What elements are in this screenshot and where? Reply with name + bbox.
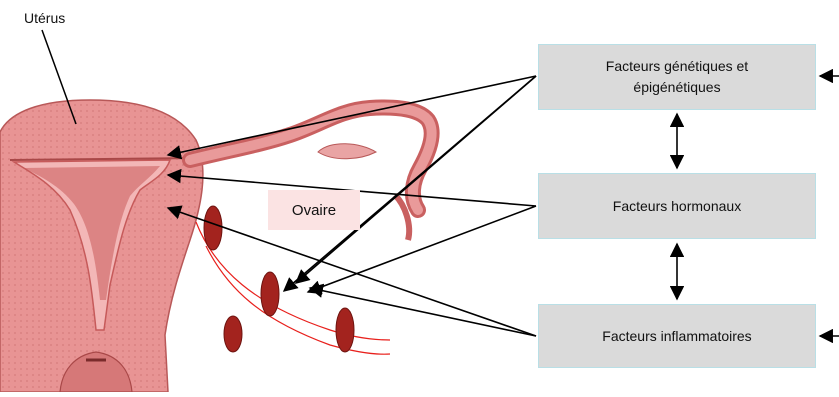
hormonal-factors-box: Facteurs hormonaux [538,173,816,239]
genetic-epigenetic-factors-text: Facteurs génétiques et épigénétiques [592,56,762,98]
lesion-4 [336,308,354,352]
lesion-2 [261,272,279,316]
uterus-label: Utérus [24,10,65,26]
genetic-epigenetic-factors-box: Facteurs génétiques et épigénétiques [538,44,816,110]
inflammatory-factors-box: Facteurs inflammatoires [538,304,816,368]
ovary-label: Ovaire [268,190,360,230]
lesion-3 [224,316,242,352]
lesion-1 [204,206,222,250]
uterus-illustration [0,100,203,392]
inflammatory-factors-text: Facteurs inflammatoires [602,326,751,347]
arrow-genetic-to-endometrium [168,76,536,155]
incoming-arrows [820,76,839,336]
hormonal-factors-text: Facteurs hormonaux [613,196,741,217]
